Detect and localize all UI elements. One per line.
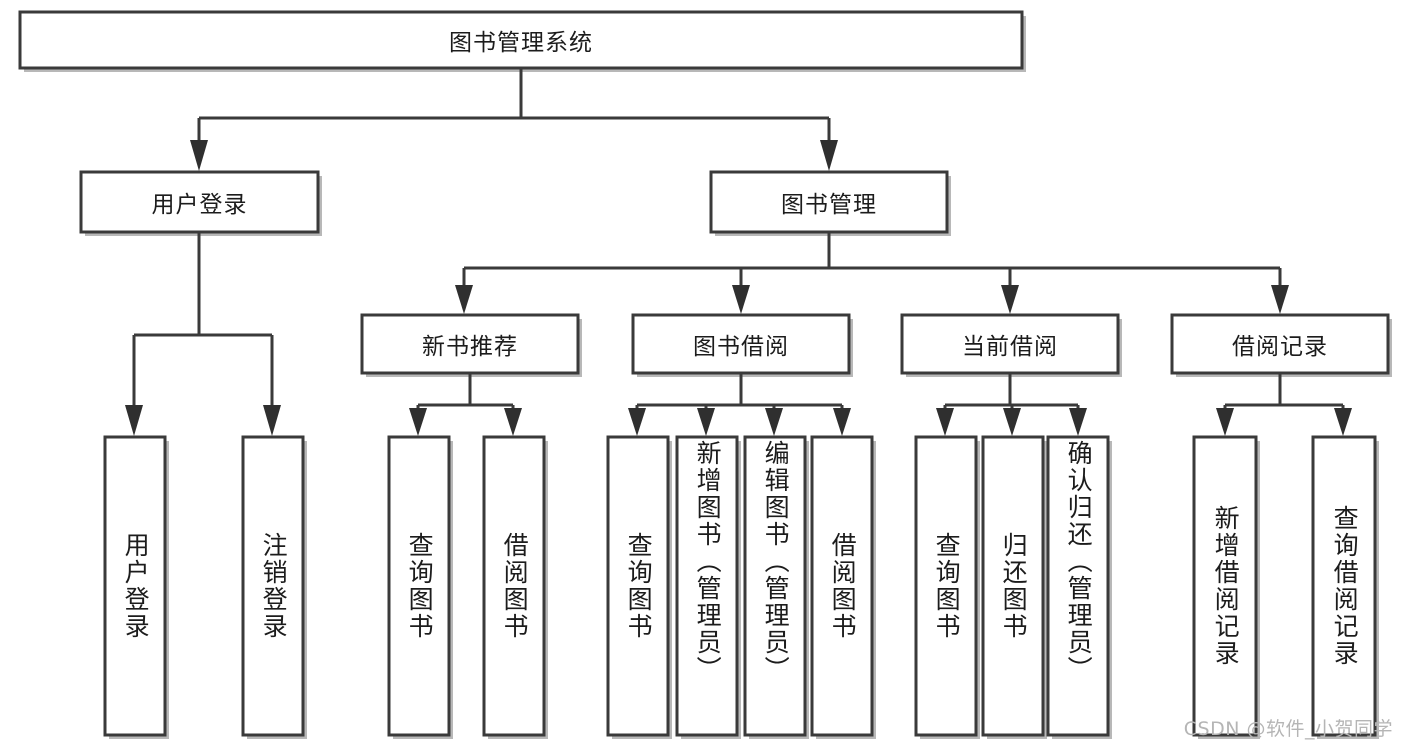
- connector-borrow-record-to-leaves: [1216, 373, 1352, 436]
- connector-book-borrow-to-leaves: [628, 373, 851, 436]
- leaf-book-borrow-3[interactable]: [810, 435, 876, 739]
- root-box: [18, 10, 1024, 70]
- connector-user-login-to-leaves: [125, 232, 281, 436]
- leaf-current-borrow-1[interactable]: [981, 435, 1047, 739]
- leaf-book-borrow-1[interactable]: [675, 435, 741, 739]
- connector-current-borrow-to-leaves: [936, 373, 1087, 436]
- leaf-new-book-recommend-1[interactable]: [482, 435, 548, 739]
- leaf-book-borrow-0[interactable]: [606, 435, 672, 739]
- book-manage-box: [709, 170, 949, 234]
- leaf-current-borrow-0[interactable]: [914, 435, 980, 739]
- node-new-book-recommend[interactable]: [360, 313, 582, 377]
- leaf-borrow-record-0[interactable]: [1192, 435, 1260, 739]
- connector-book-manage-to-level3: [455, 232, 1289, 314]
- node-user-login[interactable]: [79, 170, 322, 236]
- leaf-book-borrow-2[interactable]: [743, 435, 809, 739]
- user-login-box: [79, 170, 320, 234]
- leaf-new-book-recommend-0[interactable]: [387, 435, 453, 739]
- node-root[interactable]: [18, 10, 1026, 72]
- leaf-current-borrow-2[interactable]: [1046, 435, 1112, 739]
- leaf-user-login-0[interactable]: [103, 435, 169, 739]
- new-book-recommend-box: [360, 313, 580, 375]
- node-book-borrow[interactable]: [631, 313, 853, 377]
- book-borrow-box: [631, 313, 851, 375]
- node-current-borrow[interactable]: [900, 313, 1122, 377]
- node-book-manage[interactable]: [709, 170, 951, 236]
- leaf-borrow-record-1[interactable]: [1311, 435, 1379, 739]
- borrow-record-box: [1170, 313, 1390, 375]
- current-borrow-box: [900, 313, 1120, 375]
- connector-root-to-level2: [190, 68, 838, 171]
- node-borrow-record[interactable]: [1170, 313, 1392, 377]
- leaf-user-login-1[interactable]: [241, 435, 307, 739]
- connector-new-book-recommend-to-leaves: [409, 373, 522, 436]
